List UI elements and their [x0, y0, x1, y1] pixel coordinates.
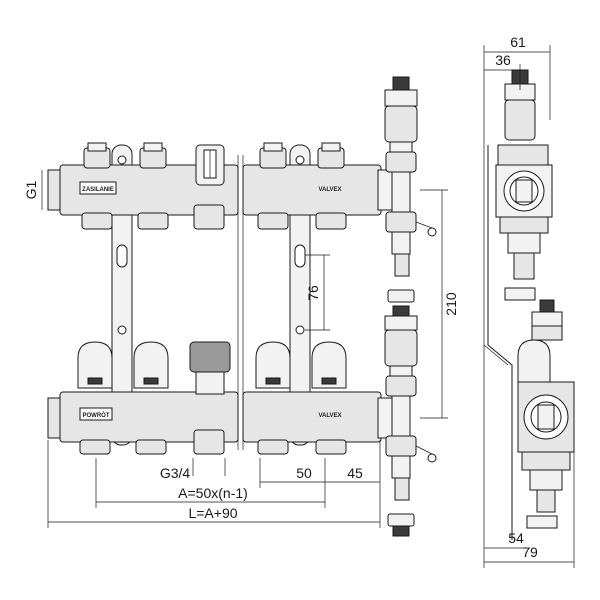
supply-plate-text: ZASILANIE [82, 187, 114, 193]
return-label-plate [79, 407, 113, 421]
valve-handle [77, 341, 347, 389]
mounting-bracket-right [289, 144, 311, 446]
dim-length-l: L=A+90 [188, 505, 237, 521]
dim-vertical-spacing: 76 [305, 285, 321, 301]
actuator [189, 341, 231, 395]
supply-outlet-cap [83, 142, 345, 169]
dimension-lines [41, 45, 575, 568]
dim-length-a: A=50x(n-1) [178, 485, 248, 501]
side-lower-assembly [517, 299, 575, 529]
end-fitting-bottom [384, 305, 437, 501]
return-bottom-outlet [79, 429, 347, 455]
dim-top-inner-width: 36 [495, 52, 511, 68]
side-upper-assembly [495, 69, 553, 301]
dim-end-offset: 45 [347, 465, 363, 481]
supply-manifold: ZASILANIE VALVEX [47, 142, 393, 230]
front-view: ZASILANIE VALVEX [47, 76, 437, 537]
dim-bottom-inner-width: 54 [508, 530, 524, 546]
dim-total-height: 210 [443, 292, 459, 316]
supply-label-plate [79, 181, 117, 195]
dim-top-outer-width: 61 [510, 34, 526, 50]
dim-pitch: 50 [296, 465, 312, 481]
air-vent-loose-bottom [387, 513, 415, 537]
wall-bracket [487, 145, 513, 540]
break-line [237, 155, 244, 450]
air-vent-loose-top [387, 289, 415, 303]
end-fitting-top [384, 76, 437, 277]
dim-bottom-outer-width: 79 [522, 544, 538, 560]
return-brand-text: VALVEX [318, 413, 341, 419]
return-plate-text: POWRÓT [83, 411, 110, 419]
dimension-labels: 61 36 G1 210 76 G3/4 50 45 A=50x(n-1) L=… [23, 34, 538, 560]
side-view [483, 69, 575, 540]
flow-meter [195, 144, 225, 186]
return-manifold: POWRÓT VALVEX [47, 341, 393, 455]
supply-bottom-outlet [81, 204, 347, 230]
dim-inlet-thread: G1 [23, 180, 39, 199]
dim-outlet-thread: G3/4 [160, 465, 191, 481]
supply-brand-text: VALVEX [318, 187, 341, 193]
